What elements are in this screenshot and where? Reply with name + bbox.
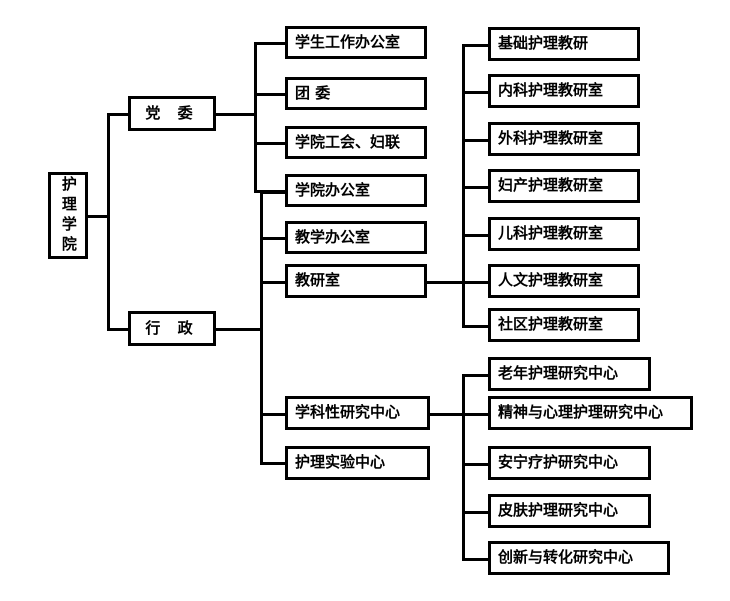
connector-party-child-3 <box>254 142 287 145</box>
node-party-committee[interactable]: 党 委 <box>128 96 216 131</box>
node-internal-medicine-nursing-section[interactable]: 内科护理教研室 <box>488 74 640 108</box>
connector-teaching-research-stem <box>425 281 465 284</box>
connector-section-2 <box>462 91 490 94</box>
connector-teaching-research-bus <box>462 44 465 326</box>
node-skin-nursing-research-center[interactable]: 皮肤护理研究中心 <box>488 494 651 528</box>
connector-center-4 <box>462 511 490 514</box>
node-college-office[interactable]: 学院办公室 <box>285 174 427 207</box>
node-pediatric-nursing-section[interactable]: 儿科护理教研室 <box>488 217 640 251</box>
connector-section-5 <box>462 234 490 237</box>
node-youth-league-committee[interactable]: 团 委 <box>285 77 427 110</box>
connector-admin-child-4 <box>260 413 287 416</box>
node-discipline-research-centers[interactable]: 学科性研究中心 <box>285 396 430 430</box>
connector-party-child-2 <box>254 93 287 96</box>
node-surgical-nursing-section[interactable]: 外科护理教研室 <box>488 122 640 156</box>
node-student-affairs-office[interactable]: 学生工作办公室 <box>285 26 427 59</box>
connector-section-3 <box>462 139 490 142</box>
connector-party-stem <box>215 113 257 116</box>
connector-section-1 <box>462 44 490 47</box>
node-root-nursing-college[interactable]: 护理学院 <box>48 172 88 259</box>
node-college-union-womens-federation[interactable]: 学院工会、妇联 <box>285 126 427 159</box>
connector-section-4 <box>462 186 490 189</box>
connector-center-1 <box>462 374 490 377</box>
connector-admin-bus <box>260 191 263 465</box>
node-community-nursing-section[interactable]: 社区护理教研室 <box>488 308 640 342</box>
node-humanistic-nursing-section[interactable]: 人文护理教研室 <box>488 264 640 298</box>
connector-section-6 <box>462 281 490 284</box>
connector-center-5 <box>462 558 490 561</box>
node-obstetrics-nursing-section[interactable]: 妇产护理教研室 <box>488 169 640 203</box>
node-geriatric-nursing-research-center[interactable]: 老年护理研究中心 <box>488 357 651 391</box>
node-innovation-translation-research-center[interactable]: 创新与转化研究中心 <box>488 541 670 575</box>
connector-discipline-center-stem <box>428 413 466 416</box>
connector-center-2 <box>462 413 490 416</box>
connector-research-bus <box>462 374 465 561</box>
connector-root-stem <box>88 215 110 218</box>
connector-root-bus <box>107 113 110 330</box>
connector-party-child-1 <box>254 42 287 45</box>
connector-admin-child-3 <box>260 281 287 284</box>
node-nursing-experiment-center[interactable]: 护理实验中心 <box>285 446 430 480</box>
node-mental-psychological-nursing-research-center[interactable]: 精神与心理护理研究中心 <box>488 396 693 430</box>
connector-root-to-party <box>107 113 131 116</box>
node-teaching-office[interactable]: 教学办公室 <box>285 221 427 254</box>
connector-admin-child-2 <box>260 237 287 240</box>
connector-admin-child-5 <box>260 462 287 465</box>
connector-root-to-admin <box>107 328 131 331</box>
connector-party-bus <box>254 42 257 192</box>
node-hospice-care-research-center[interactable]: 安宁疗护研究中心 <box>488 446 651 480</box>
connector-admin-child-1 <box>260 191 287 194</box>
node-fundamental-nursing-section[interactable]: 基础护理教研 <box>488 27 640 61</box>
connector-center-3 <box>462 463 490 466</box>
connector-section-7 <box>462 325 490 328</box>
node-teaching-research-sections[interactable]: 教研室 <box>285 264 427 298</box>
node-administration[interactable]: 行 政 <box>128 311 216 346</box>
connector-admin-stem <box>215 328 263 331</box>
